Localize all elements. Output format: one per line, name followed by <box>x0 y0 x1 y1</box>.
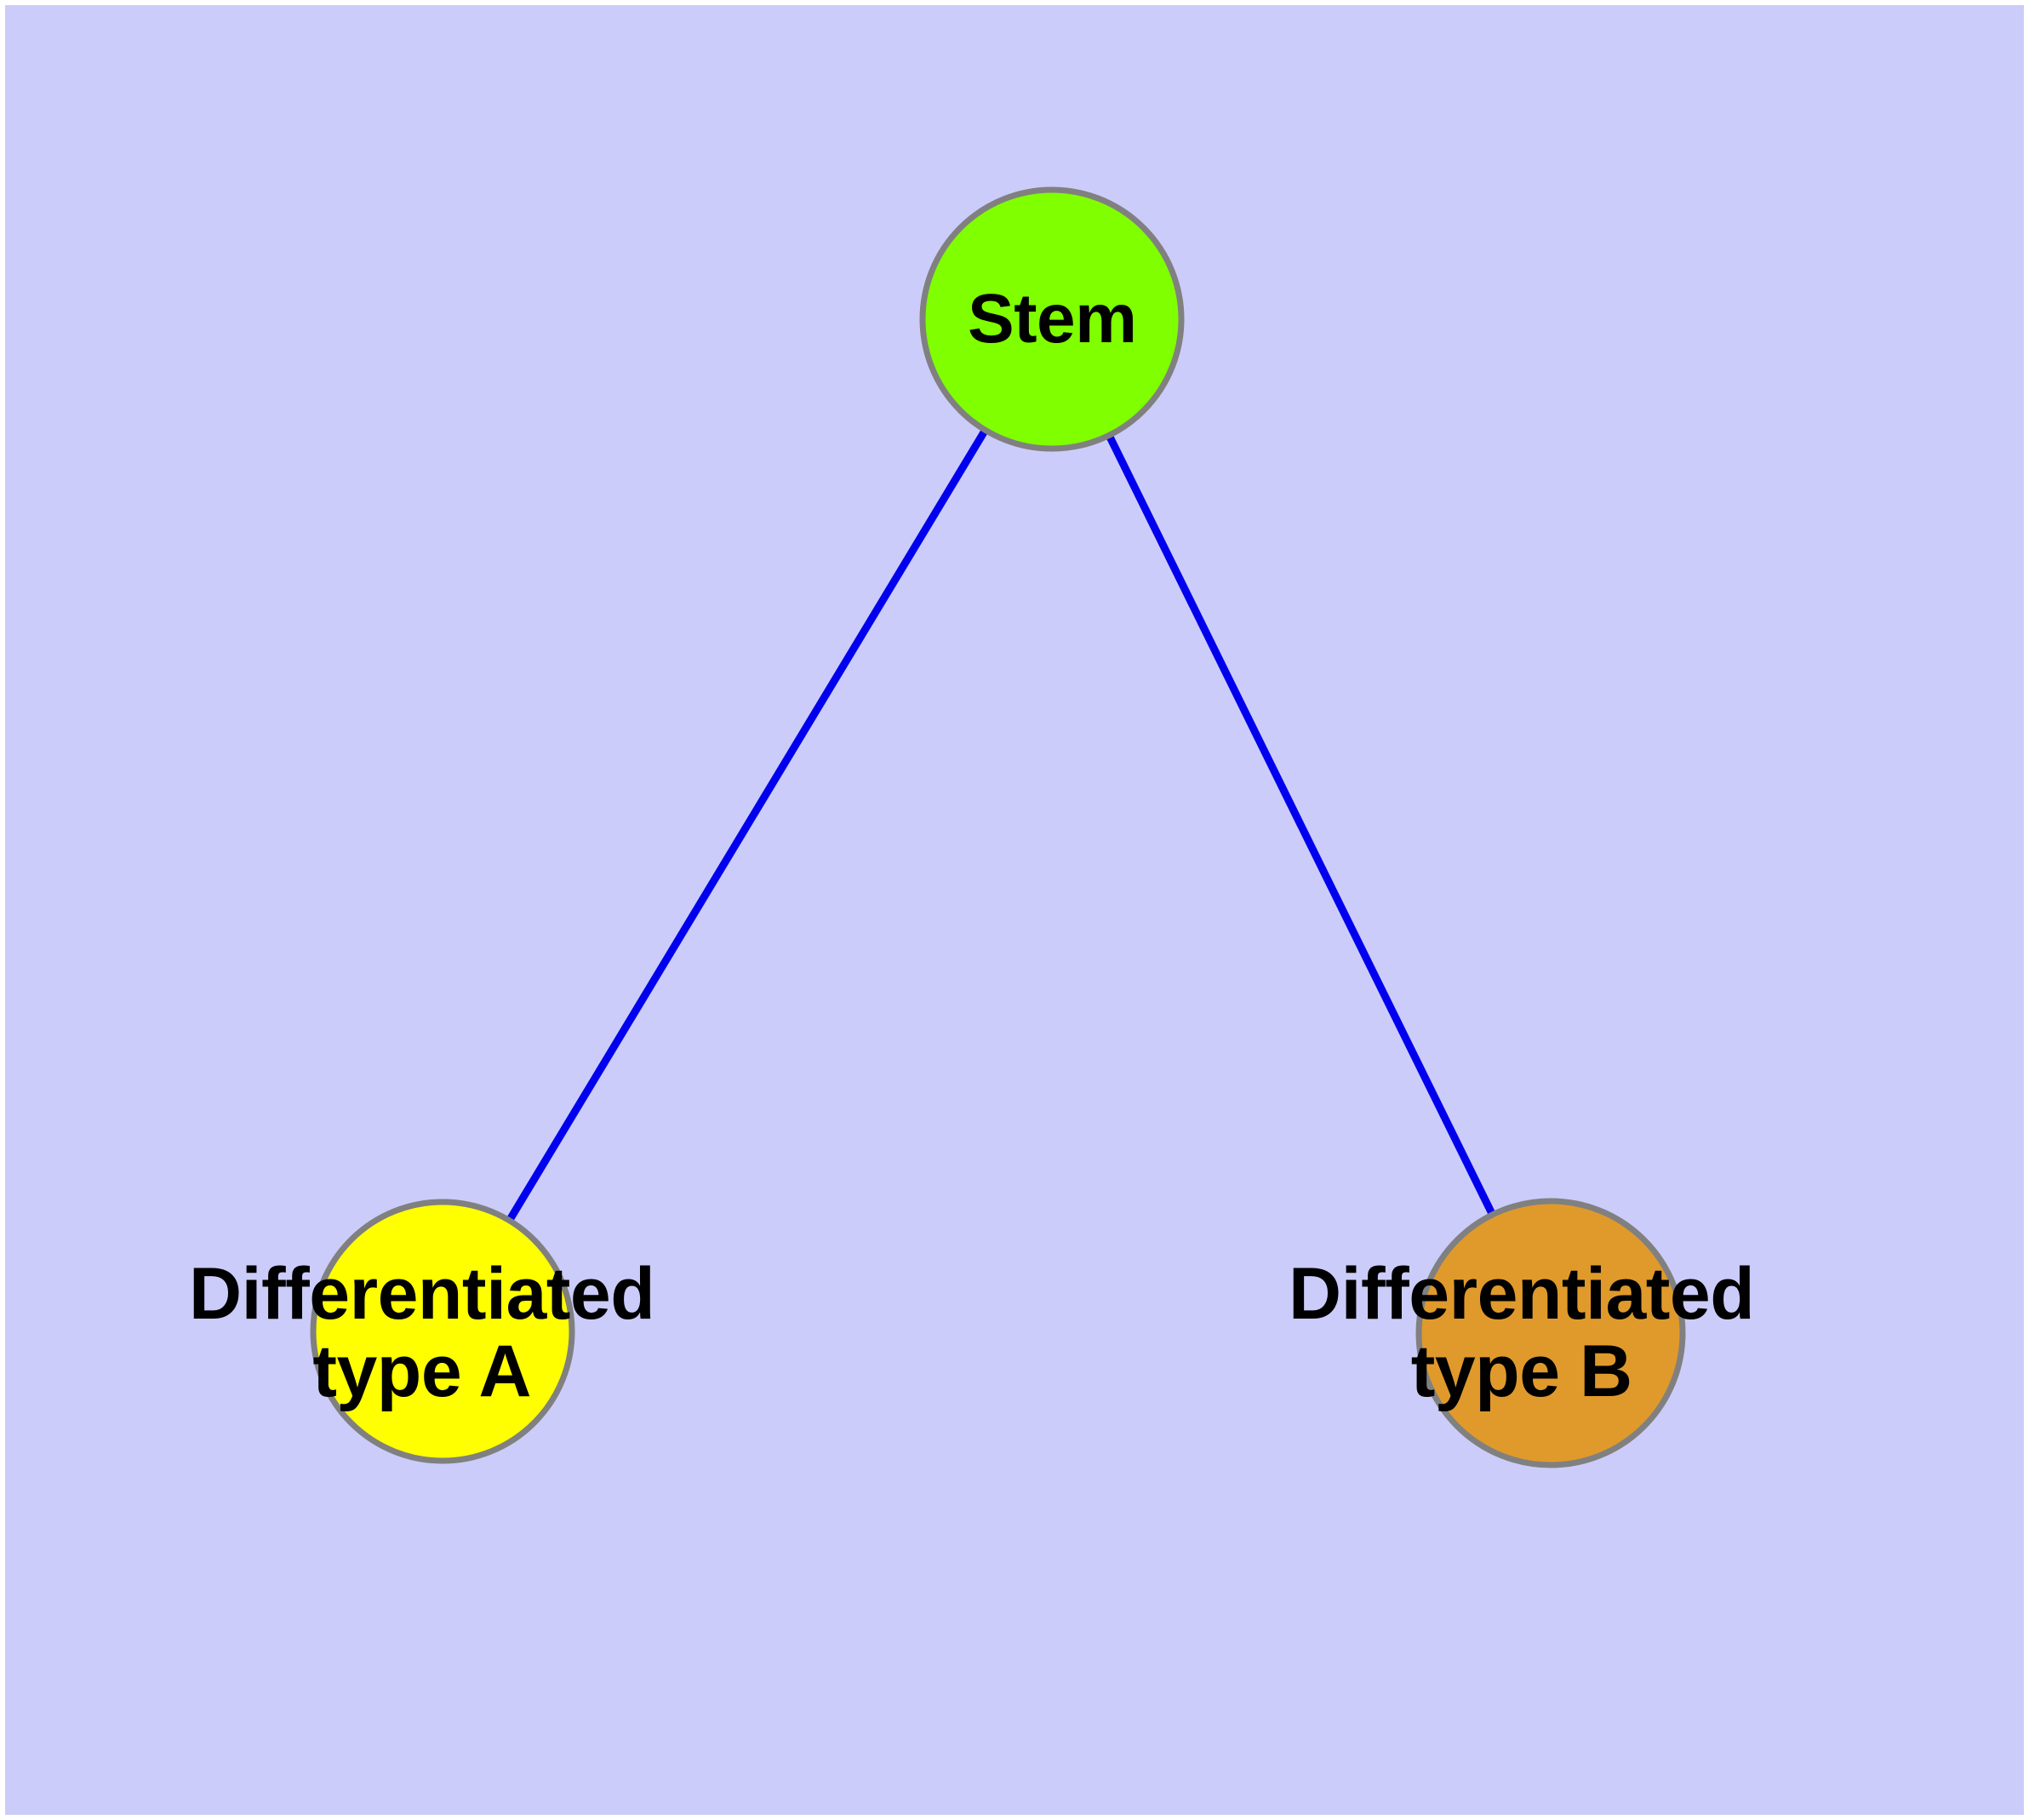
edges-layer <box>506 428 1496 1222</box>
graph-node-stem[interactable] <box>919 186 1185 452</box>
graph-node-diff-b[interactable] <box>1415 1198 1686 1468</box>
graph-node-diff-a[interactable] <box>310 1199 575 1464</box>
graph-edge-stem-to-diff-b[interactable] <box>1106 434 1496 1216</box>
graph-edge-stem-to-diff-a[interactable] <box>506 428 988 1222</box>
nodes-layer <box>310 186 1686 1468</box>
